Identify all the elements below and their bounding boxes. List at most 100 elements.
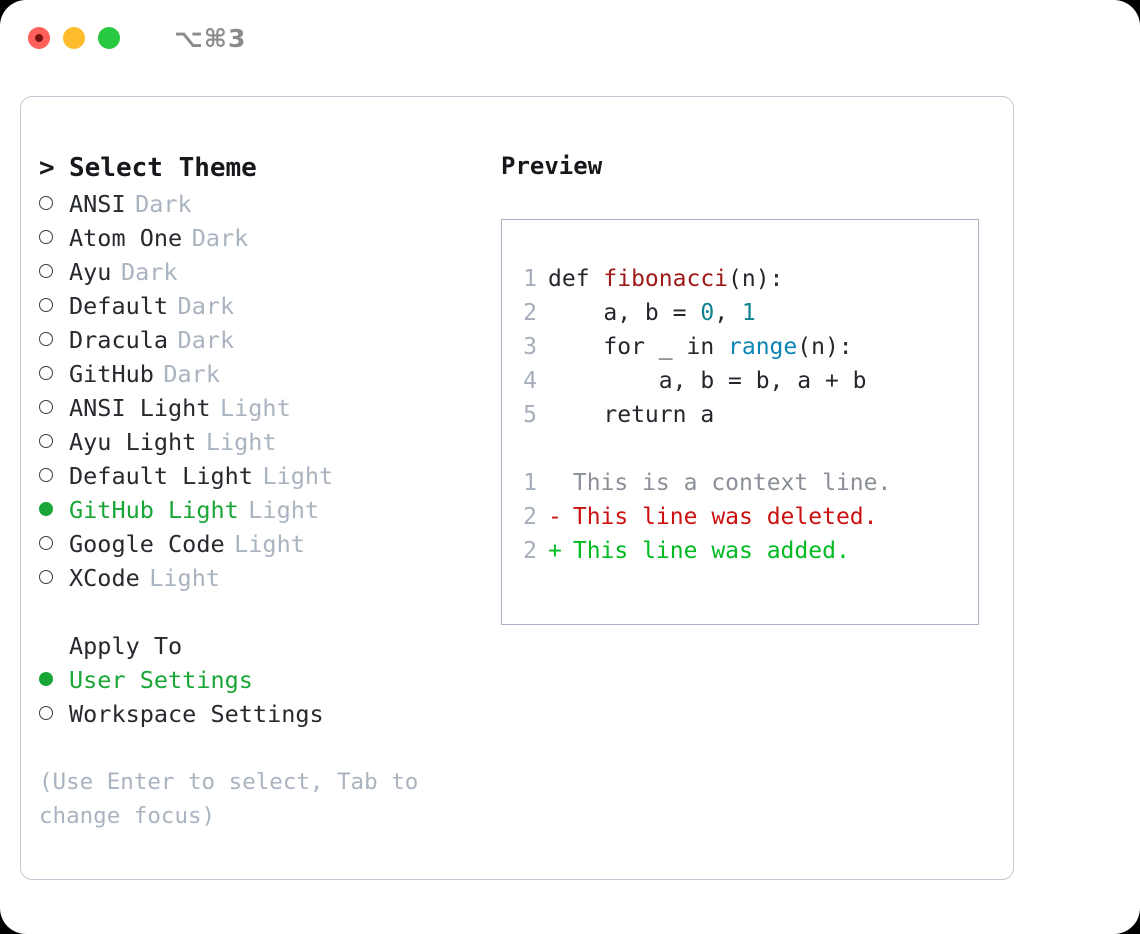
theme-label: Ayu bbox=[69, 258, 112, 286]
diff-line: 1 This is a context line. bbox=[502, 466, 978, 500]
code-token: a, b = b, a + b bbox=[658, 368, 867, 394]
line-number: 3 bbox=[523, 334, 537, 360]
radio-dot-icon bbox=[39, 196, 53, 210]
radio-dot-icon bbox=[39, 502, 53, 516]
theme-label: Default Light bbox=[69, 462, 253, 490]
theme-label: GitHub Light bbox=[69, 496, 239, 524]
radio-dot-icon bbox=[39, 672, 53, 686]
code-token: return a bbox=[603, 402, 715, 428]
close-icon[interactable] bbox=[28, 27, 50, 49]
radio-dot-icon bbox=[39, 434, 53, 448]
radio-unselected-icon bbox=[39, 357, 69, 391]
code-token: , bbox=[714, 300, 742, 326]
diff-text-add: + This line was added. bbox=[548, 534, 850, 568]
code-text: a, b = 0, 1 bbox=[548, 296, 756, 330]
radio-dot-icon bbox=[39, 332, 53, 346]
theme-item[interactable]: XCode Light bbox=[39, 561, 491, 595]
apply-to-item[interactable]: User Settings bbox=[39, 663, 491, 697]
maximize-icon[interactable] bbox=[98, 27, 120, 49]
code-token: for _ in bbox=[603, 334, 729, 360]
theme-label: XCode bbox=[69, 564, 140, 592]
theme-variant-label: Light bbox=[205, 428, 277, 456]
theme-variant-label: Dark bbox=[177, 326, 235, 354]
radio-dot-icon bbox=[39, 264, 53, 278]
theme-variant-label: Dark bbox=[191, 224, 249, 252]
radio-dot-icon bbox=[39, 468, 53, 482]
theme-label: Default bbox=[69, 292, 169, 320]
theme-item[interactable]: Ayu Dark bbox=[39, 255, 491, 289]
keyboard-shortcut-label: ⌥⌘3 bbox=[174, 23, 247, 53]
apply-to-label: Workspace Settings bbox=[69, 700, 324, 728]
radio-selected-icon bbox=[39, 493, 69, 527]
line-number: 1 bbox=[523, 470, 537, 496]
diff-line: 2+ This line was added. bbox=[502, 534, 978, 568]
select-theme-title: Select Theme bbox=[69, 153, 257, 183]
diff-line: 2- This line was deleted. bbox=[502, 500, 978, 534]
theme-item[interactable]: Google Code Light bbox=[39, 527, 491, 561]
radio-unselected-icon bbox=[39, 391, 69, 425]
theme-item[interactable]: Dracula Dark bbox=[39, 323, 491, 357]
apply-to-label: User Settings bbox=[69, 666, 253, 694]
code-token: 0 bbox=[700, 300, 715, 326]
code-token: a, b = bbox=[603, 300, 701, 326]
theme-label: ANSI bbox=[69, 190, 126, 218]
theme-variant-label: Light bbox=[262, 462, 334, 490]
diff-text-context: This is a context line. bbox=[548, 466, 892, 500]
code-token: 1 bbox=[741, 300, 756, 326]
code-token: (n): bbox=[797, 334, 853, 360]
theme-variant-label: Light bbox=[234, 530, 305, 558]
line-number: 2 bbox=[523, 300, 537, 326]
code-token: (n): bbox=[728, 266, 784, 292]
apply-to-item[interactable]: Workspace Settings bbox=[39, 697, 491, 731]
theme-item[interactable]: Atom One Dark bbox=[39, 221, 491, 255]
theme-label: Dracula bbox=[69, 326, 169, 354]
select-theme-header: > Select Theme bbox=[39, 149, 491, 187]
radio-dot-icon bbox=[39, 298, 53, 312]
spacer bbox=[502, 432, 978, 466]
diff-sign-icon: - bbox=[548, 504, 562, 530]
radio-dot-icon bbox=[39, 570, 53, 584]
code-token: range bbox=[728, 334, 798, 360]
theme-label: Atom One bbox=[69, 224, 183, 252]
apply-to-title: Apply To bbox=[69, 632, 183, 660]
minimize-icon[interactable] bbox=[63, 27, 85, 49]
radio-dot-icon bbox=[39, 366, 53, 380]
line-number: 4 bbox=[523, 368, 537, 394]
radio-dot-icon bbox=[39, 230, 53, 244]
radio-unselected-icon bbox=[39, 187, 69, 221]
theme-variant-label: Dark bbox=[120, 258, 178, 286]
preview-title: Preview bbox=[501, 152, 603, 180]
theme-item[interactable]: Default Light Light bbox=[39, 459, 491, 493]
cursor-caret-icon: > bbox=[39, 153, 55, 183]
code-text: return a bbox=[548, 398, 714, 432]
code-token: def bbox=[548, 266, 604, 292]
theme-label: GitHub bbox=[69, 360, 154, 388]
spacer bbox=[39, 595, 491, 629]
code-text: a, b = b, a + b bbox=[548, 364, 867, 398]
radio-unselected-icon bbox=[39, 459, 69, 493]
radio-dot-icon bbox=[39, 400, 53, 414]
code-line: 2 a, b = 0, 1 bbox=[502, 296, 978, 330]
radio-unselected-icon bbox=[39, 697, 69, 731]
line-number: 1 bbox=[523, 266, 537, 292]
code-text: for _ in range(n): bbox=[548, 330, 853, 364]
diff-sign-icon bbox=[548, 466, 559, 500]
radio-unselected-icon bbox=[39, 221, 69, 255]
radio-unselected-icon bbox=[39, 561, 69, 595]
theme-variant-label: Light bbox=[149, 564, 220, 592]
diff-text-del: - This line was deleted. bbox=[548, 500, 878, 534]
diff-sample: 1 This is a context line.2- This line wa… bbox=[502, 466, 978, 568]
theme-label: Google Code bbox=[69, 530, 225, 558]
